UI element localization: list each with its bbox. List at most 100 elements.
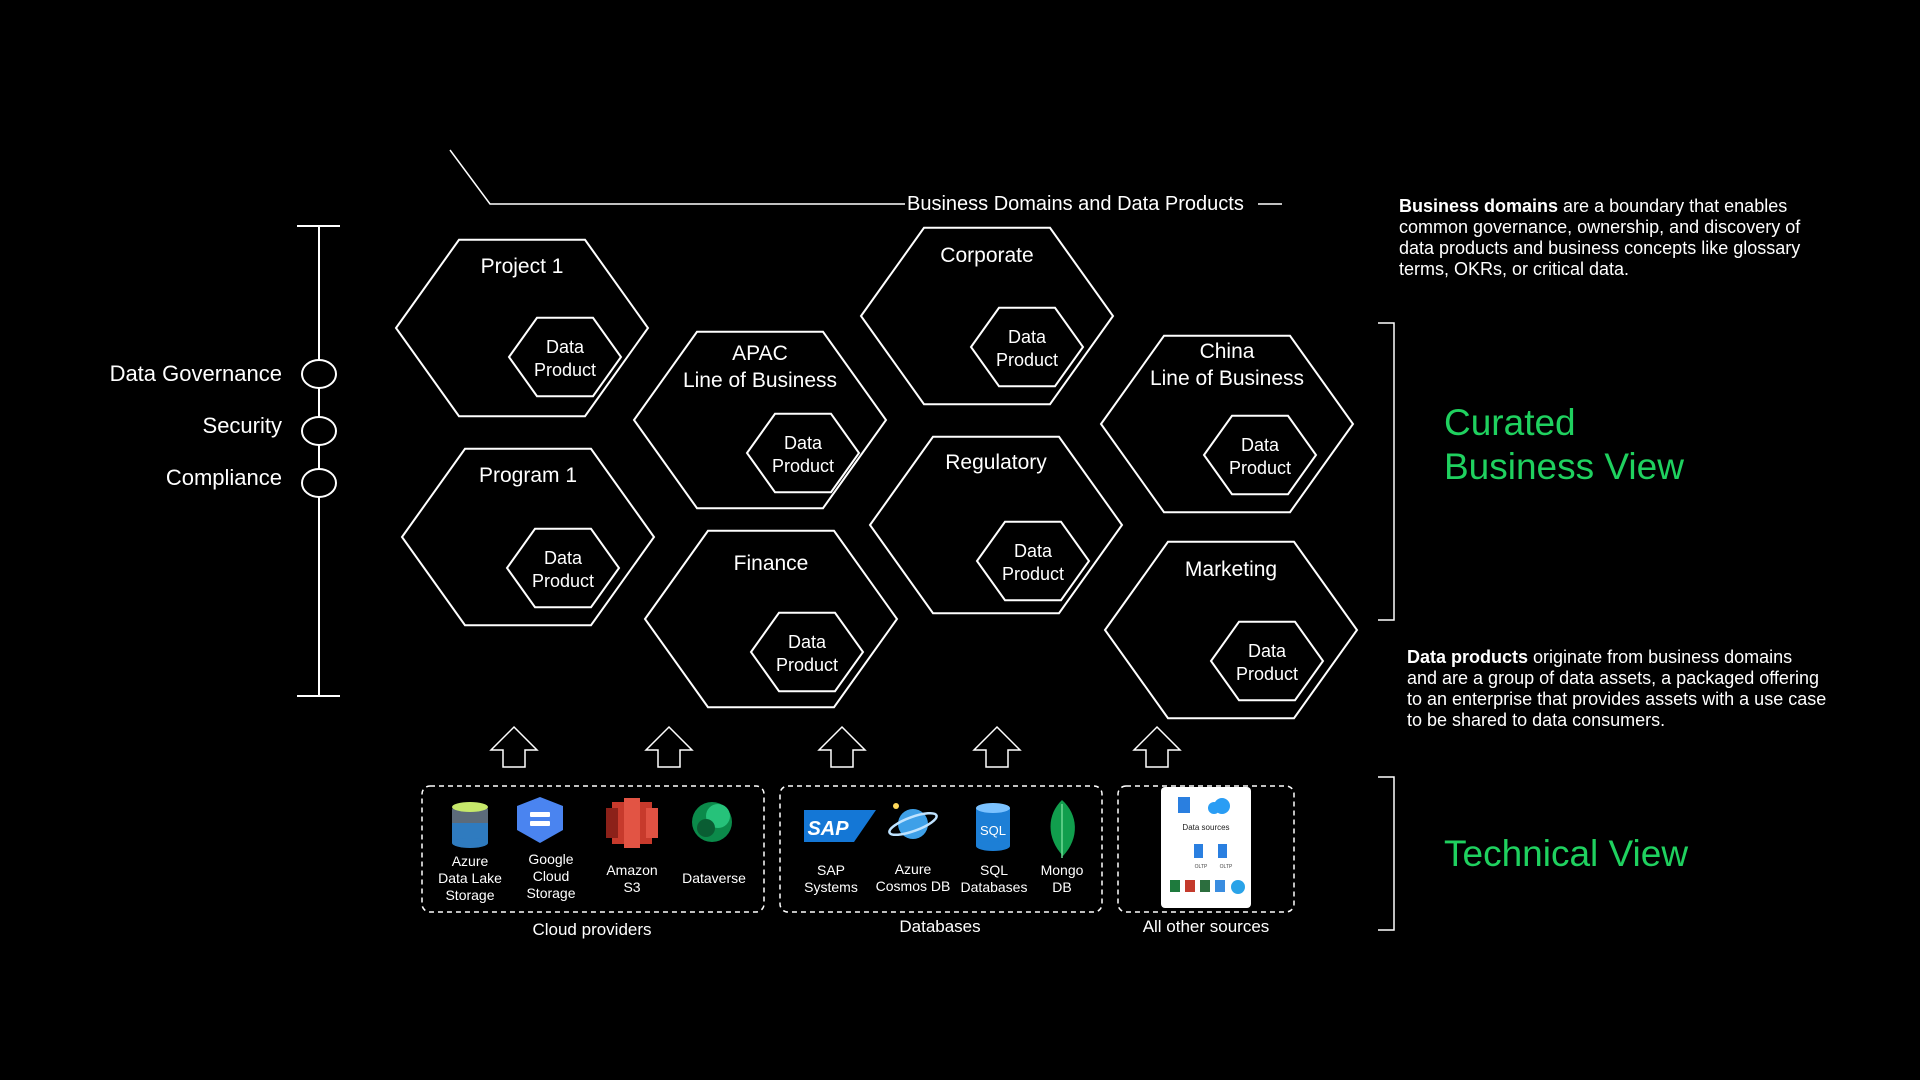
technical-bracket	[1378, 776, 1395, 931]
data-product-hexagon	[969, 306, 1085, 388]
icon-caption: Databases	[961, 879, 1028, 895]
data-product-label: Data	[784, 433, 823, 453]
up-arrow-icon	[817, 725, 867, 768]
google-cloud-storage-icon	[517, 797, 563, 843]
icon-caption: Amazon	[606, 862, 657, 878]
oltp-tag-1: OLTP	[1195, 864, 1208, 870]
sql-database-icon: SQL	[976, 803, 1010, 851]
curated-bracket	[1378, 322, 1395, 621]
technical-view-label: Technical View	[1444, 833, 1689, 874]
domain-hexagon-outline	[1103, 540, 1359, 720]
data-product-hexagon	[1209, 620, 1325, 702]
icon-caption: Storage	[526, 885, 575, 901]
data-product-hexagon	[745, 412, 861, 494]
curated-business-view-label: Curated Business View	[1444, 401, 1684, 489]
sap-icon: SAP	[804, 810, 876, 842]
domain-hexagon-outline	[859, 226, 1115, 406]
business-domains-text: are a boundary that enables common gover…	[1399, 196, 1801, 279]
domain-title: Corporate	[940, 244, 1033, 267]
business-domains-term: Business domains	[1399, 196, 1559, 216]
icon-caption: SQL	[980, 862, 1008, 878]
icon-caption: Systems	[804, 879, 858, 895]
domain-hexagon-outline	[643, 529, 899, 709]
business-domains-description: Business domains are a boundary that ena…	[1399, 196, 1819, 280]
cloud-providers-label: Cloud providers	[532, 920, 651, 939]
data-product-label: Product	[1229, 458, 1291, 478]
domain-hexagon-outline	[394, 238, 650, 418]
data-product-label: Product	[532, 571, 594, 591]
data-product-label: Data	[1008, 327, 1047, 347]
amazon-s3-icon	[606, 798, 658, 848]
domain-title: APAC	[732, 342, 788, 365]
up-arrow-icon	[972, 725, 1022, 768]
data-product-hexagon	[1202, 414, 1318, 496]
data-product-hexagon	[507, 316, 623, 398]
data-product-label: Product	[534, 360, 596, 380]
icon-caption: S3	[623, 879, 640, 895]
domain-title: Project 1	[481, 255, 564, 278]
domain-title: Program 1	[479, 464, 577, 487]
dataverse-icon	[692, 802, 732, 842]
oltp-tag-2: OLTP	[1220, 864, 1233, 870]
other-sources-label: All other sources	[1143, 917, 1270, 936]
icon-caption: Google	[528, 851, 573, 867]
governance-axis	[297, 225, 340, 697]
domain-hexagon-outline	[1099, 334, 1355, 514]
curated-view-line-2: Business View	[1444, 446, 1684, 487]
up-arrow-icon	[644, 725, 694, 768]
domain-title: Marketing	[1185, 558, 1277, 581]
cloud-providers-box	[421, 785, 765, 913]
header-leader-line	[449, 149, 905, 205]
data-product-label: Product	[1236, 664, 1298, 684]
data-product-label: Product	[1002, 564, 1064, 584]
governance-label-compliance: Compliance	[165, 465, 282, 490]
up-arrow-icon	[1132, 725, 1182, 768]
icon-caption: SAP	[817, 862, 845, 878]
data-products-term: Data products	[1407, 647, 1529, 667]
domain-title: Regulatory	[945, 451, 1047, 474]
data-sources-card: Data sources OLTP OLTP	[1161, 787, 1251, 908]
domain-hexagon-outline	[868, 435, 1124, 615]
data-product-label: Data	[1248, 641, 1287, 661]
azure-cosmos-db-icon	[888, 803, 938, 839]
up-arrow-icon	[489, 725, 539, 768]
icon-caption: Cloud	[533, 868, 570, 884]
data-sources-card-title: Data sources	[1182, 823, 1229, 832]
domain-title: Line of Business	[1150, 367, 1304, 390]
icon-caption: DB	[1052, 879, 1071, 895]
domain-title: China	[1200, 340, 1255, 363]
security-node	[301, 416, 337, 446]
domain-title: Finance	[734, 552, 809, 575]
data-product-label: Product	[996, 350, 1058, 370]
domain-hexagon-outline	[400, 447, 656, 627]
icon-caption: Data Lake	[438, 870, 502, 886]
azure-data-lake-storage-icon	[452, 802, 488, 848]
data-product-label: Product	[776, 655, 838, 675]
mongodb-icon	[1050, 800, 1075, 858]
governance-label-data-governance: Data Governance	[109, 361, 282, 386]
data-product-label: Data	[1241, 435, 1280, 455]
data-product-label: Data	[788, 632, 827, 652]
flow-arrows	[489, 725, 1182, 768]
databases-box	[779, 785, 1103, 913]
governance-label-security: Security	[202, 413, 282, 438]
icon-caption: Dataverse	[682, 870, 746, 886]
data-product-label: Data	[544, 548, 583, 568]
sap-logo-text: SAP	[807, 818, 849, 840]
icon-caption: Mongo	[1041, 862, 1084, 878]
data-product-hexagon	[749, 611, 865, 693]
data-product-label: Data	[546, 337, 585, 357]
governance-node	[301, 359, 337, 389]
header-title: Business Domains and Data Products	[907, 193, 1244, 215]
icon-caption: Cosmos DB	[876, 878, 951, 894]
data-product-hexagon	[505, 527, 621, 609]
